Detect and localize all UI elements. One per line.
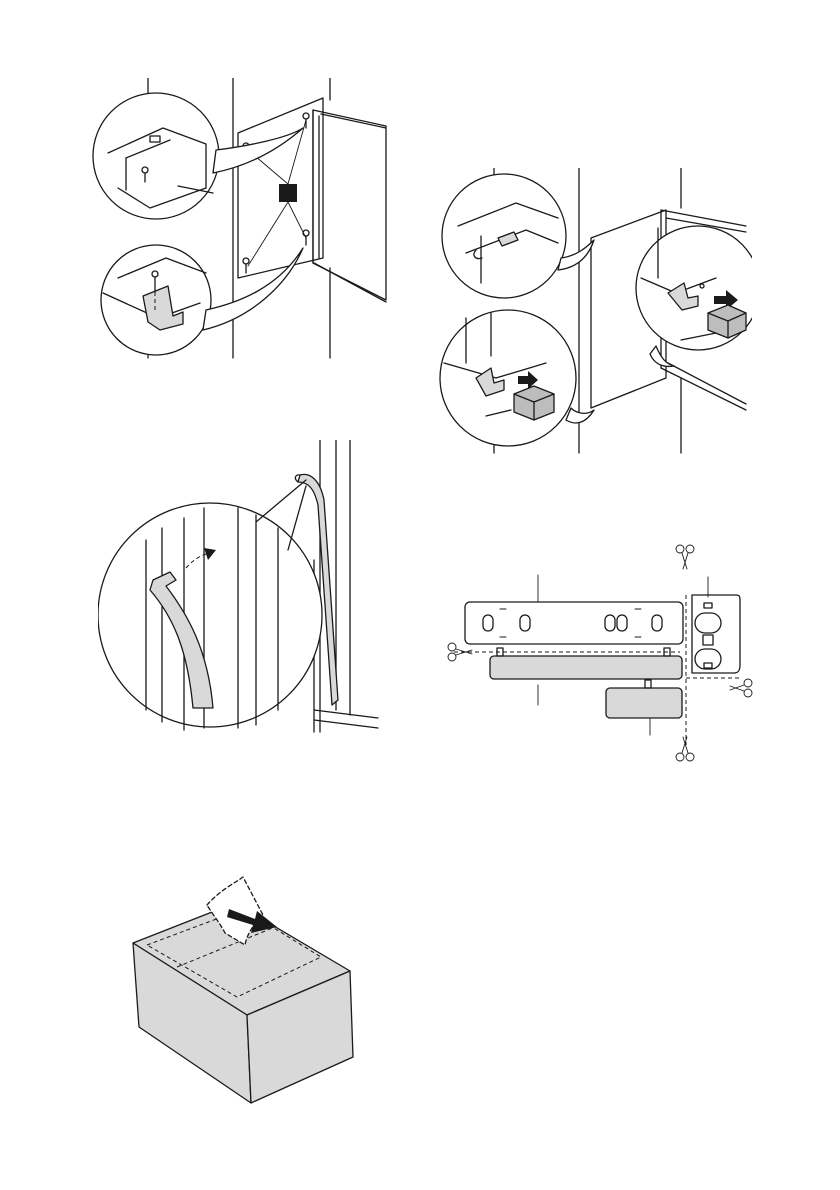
figure-door-seal	[98, 440, 388, 740]
scissors-icon	[676, 737, 694, 761]
figure-bracket-covers	[436, 168, 752, 458]
figure-cut-cover-parts	[440, 535, 760, 770]
marker-square	[279, 184, 297, 202]
cover-block-icon	[514, 386, 554, 420]
figure-screw-installation	[88, 78, 398, 363]
scissors-icon	[676, 545, 694, 569]
figure-remove-tape	[125, 875, 365, 1110]
screw-icon	[243, 113, 309, 273]
scissors-icon	[730, 679, 752, 697]
